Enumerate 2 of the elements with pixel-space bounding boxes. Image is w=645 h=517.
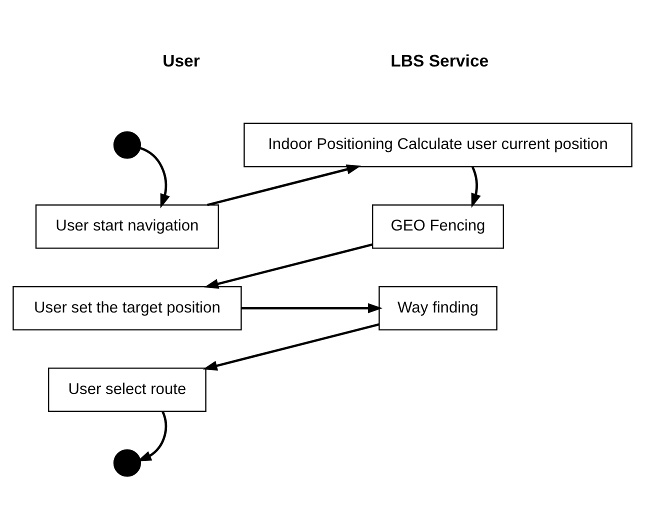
label: LBS Service [390, 51, 489, 70]
label: User [162, 51, 200, 70]
